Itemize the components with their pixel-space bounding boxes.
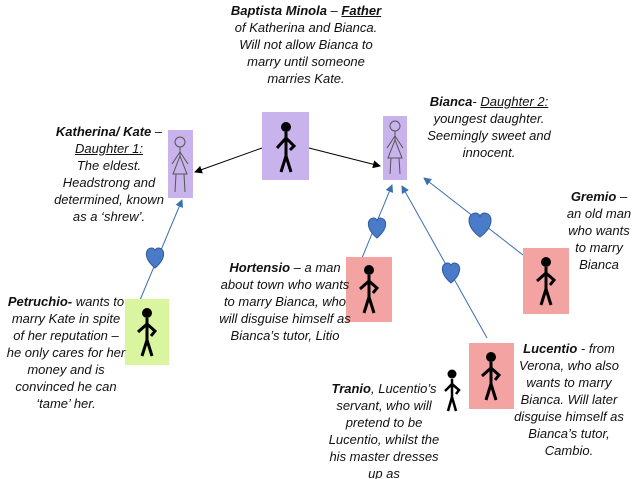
baptista-role: Father bbox=[341, 3, 382, 18]
lucentio-description: Lucentio - from Verona, who also wants t… bbox=[506, 340, 632, 459]
stick-figure-icon bbox=[481, 352, 502, 401]
heart-icon bbox=[468, 212, 492, 238]
heart-icon bbox=[145, 247, 165, 269]
katherina-dash: – bbox=[151, 124, 163, 139]
katherina-desc: The eldest. Headstrong and determined, k… bbox=[54, 158, 164, 224]
lucentio-name: Lucentio bbox=[523, 341, 578, 356]
hortensio-figure-box bbox=[346, 257, 392, 322]
gremio-name: Gremio bbox=[570, 189, 617, 204]
hortensio-name: Hortensio bbox=[229, 260, 291, 275]
female-stick-figure-icon bbox=[386, 120, 404, 175]
stick-figure-icon bbox=[444, 369, 461, 412]
gremio-desc: – an old man who wants to marry Bianca bbox=[566, 189, 632, 272]
gremio-figure-box bbox=[523, 248, 569, 314]
arrow-lucentio-to-bianca bbox=[401, 185, 488, 339]
stick-figure-icon bbox=[359, 265, 380, 314]
arrow-baptista-to-katherina bbox=[194, 147, 263, 174]
female-stick-figure-icon bbox=[171, 136, 189, 193]
stick-figure-icon bbox=[536, 257, 557, 306]
heart-icon bbox=[441, 262, 461, 284]
petruchio-name: Petruchio- bbox=[7, 294, 73, 309]
tranio-figure bbox=[437, 366, 467, 416]
baptista-figure-box bbox=[262, 112, 309, 180]
hortensio-description: Hortensio – a man about town who wants t… bbox=[218, 259, 352, 344]
baptista-name: Baptista Minola bbox=[230, 3, 327, 18]
katherina-name: Katherina/ Kate bbox=[55, 124, 152, 139]
bianca-role: Daughter 2: bbox=[480, 94, 549, 109]
lucentio-figure-box bbox=[469, 343, 514, 409]
bianca-name: Bianca bbox=[429, 94, 473, 109]
arrow-baptista-to-bianca bbox=[308, 147, 381, 169]
katherina-figure-box bbox=[168, 130, 193, 198]
petruchio-figure-box bbox=[125, 299, 169, 365]
heart-icon bbox=[367, 217, 387, 239]
bianca-desc: youngest daughter. Seemingly sweet and i… bbox=[427, 111, 551, 160]
petruchio-description: Petruchio- wants to marry Kate in spite … bbox=[6, 293, 126, 412]
katherina-role: Daughter 1: bbox=[75, 141, 143, 156]
katherina-description: Katherina/ Kate – Daughter 1: The eldest… bbox=[50, 123, 168, 225]
lucentio-desc: - from Verona, who also wants to marry B… bbox=[514, 341, 624, 458]
baptista-description: Baptista Minola – Father of Katherina an… bbox=[230, 2, 382, 87]
baptista-desc: of Katherina and Bianca. Will not allow … bbox=[234, 20, 378, 86]
bianca-dash: - bbox=[472, 94, 481, 109]
petruchio-desc: wants to marry Kate in spite of her repu… bbox=[6, 294, 126, 411]
baptista-dash: – bbox=[326, 3, 338, 18]
tranio-description: Tranio, Lucentio’s servant, who will pre… bbox=[322, 380, 446, 479]
bianca-figure-box bbox=[383, 116, 407, 180]
bianca-description: Bianca- Daughter 2: youngest daughter. S… bbox=[418, 93, 560, 161]
stick-figure-icon bbox=[137, 308, 158, 357]
stick-figure-icon bbox=[275, 122, 297, 173]
tranio-name: Tranio bbox=[331, 381, 371, 396]
hortensio-desc: – a man about town who wants to marry Bi… bbox=[219, 260, 351, 343]
tranio-desc: , Lucentio’s servant, who will pretend t… bbox=[328, 381, 440, 479]
gremio-description: Gremio – an old man who wants to marry B… bbox=[563, 188, 635, 273]
